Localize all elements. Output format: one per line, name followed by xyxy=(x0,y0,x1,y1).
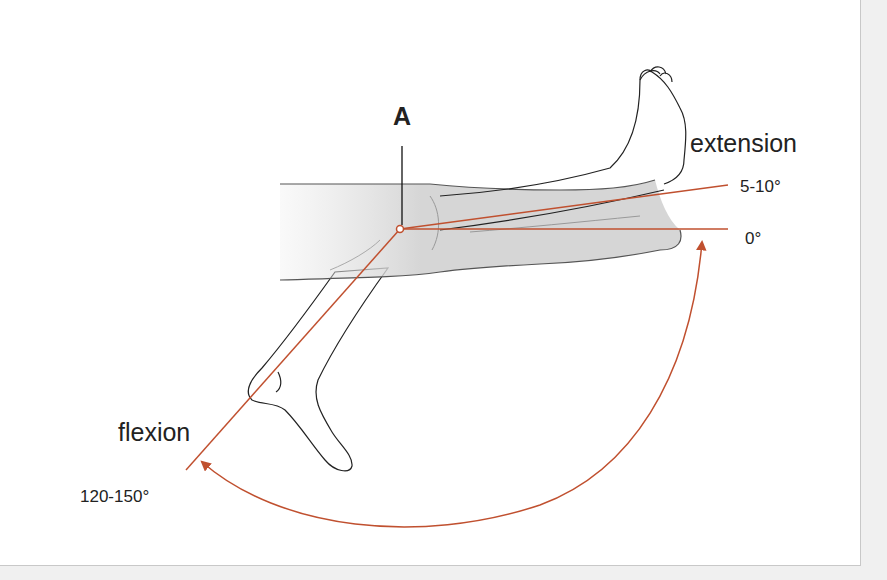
angle-value: 0° xyxy=(745,230,761,247)
figure-panel xyxy=(0,0,861,566)
leader-line xyxy=(401,146,402,225)
motion-label: extension xyxy=(690,131,797,156)
angle-lines xyxy=(186,185,728,527)
extended-leg xyxy=(280,180,681,280)
joint-label: A xyxy=(393,104,411,129)
motion-label: flexion xyxy=(118,420,190,445)
angle-value: 5-10° xyxy=(740,178,781,195)
raised-leg xyxy=(440,67,686,230)
angle-value: 120-150° xyxy=(80,488,149,505)
flexed-leg xyxy=(248,268,388,471)
